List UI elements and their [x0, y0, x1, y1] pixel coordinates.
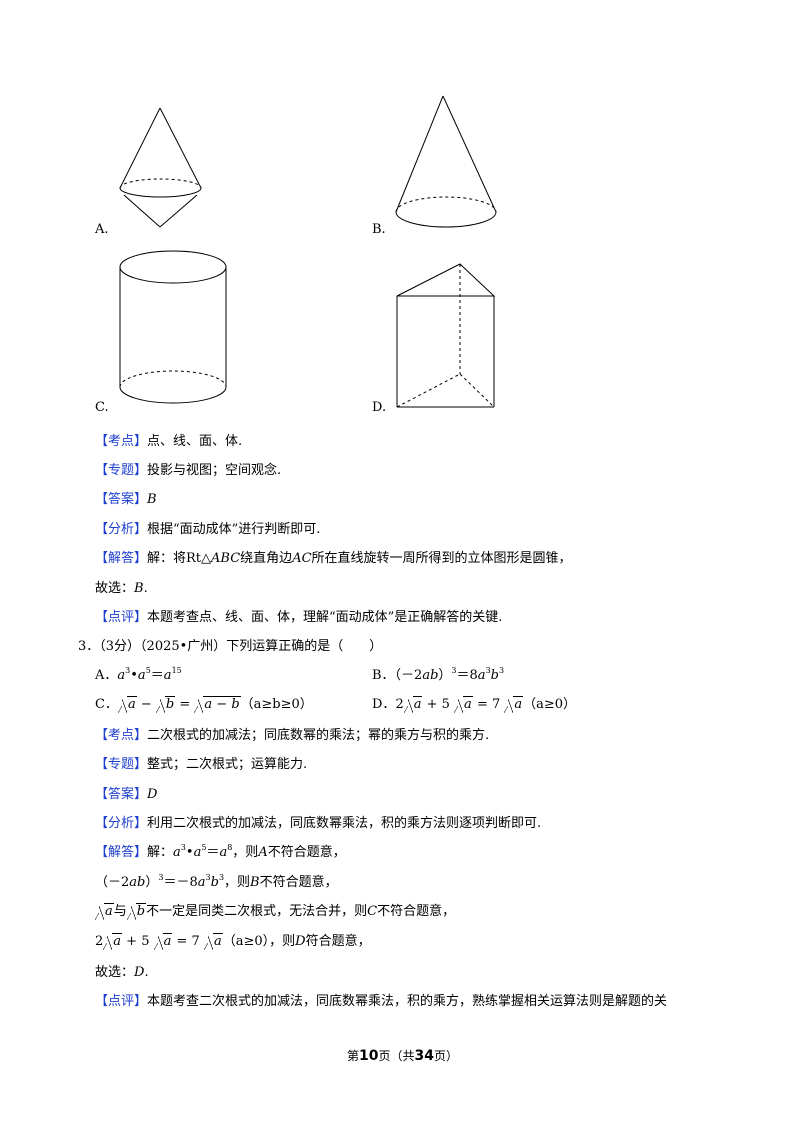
page-footer: 第10页（共34页） [347, 1048, 459, 1064]
figure-c-cylinder [119, 250, 227, 404]
q3-jieda: 【解答】解：a3•a5＝a8，则A不符合题意， [95, 843, 346, 861]
q3-dianping: 【点评】本题考查二次根式的加减法，同底数幂乘法，积的乘方，熟练掌握相关运算法则是… [95, 994, 668, 1009]
q2-zhuanti: 【专题】投影与视图；空间观念. [95, 463, 282, 478]
zhuanti-tag: 【专题】 [95, 463, 148, 478]
q3-zhuanti: 【专题】整式；二次根式；运算能力. [95, 757, 308, 772]
figure-b-cone [395, 95, 497, 228]
option-c-label: C. [95, 400, 109, 415]
fenxi-tag: 【分析】 [95, 522, 148, 537]
q3-option-a: A．a3•a5＝a15 [95, 666, 182, 684]
q2-jieda: 【解答】解：将Rt△ABC绕直角边AC所在直线旋转一周所得到的立体图形是圆锥， [95, 551, 572, 566]
jieda-tag: 【解答】 [95, 551, 148, 566]
option-a-label: A. [95, 222, 109, 237]
q3-guxuan: 故选：D. [95, 965, 149, 980]
q2-fenxi: 【分析】根据“面动成体”进行判断即可. [95, 522, 321, 537]
q2-kaodian: 【考点】点、线、面、体. [95, 434, 243, 449]
kaodian-tag: 【考点】 [95, 434, 148, 449]
q3-fenxi: 【分析】利用二次根式的加减法，同底数幂乘法，积的乘方法则逐项判断即可. [95, 816, 542, 831]
q3-daan: 【答案】D [95, 787, 158, 802]
page-total: 34 [414, 1048, 434, 1064]
q3-option-b: B．（－2ab）3＝8a3b3 [372, 666, 505, 684]
q3-jieda-line2: （－2ab）3＝－8a3b3，则B不符合题意， [95, 873, 338, 891]
figure-a-double-cone [119, 107, 202, 228]
q2-daan: 【答案】B [95, 492, 157, 507]
q3-kaodian: 【考点】二次根式的加减法；同底数幂的乘法；幂的乘方与积的乘方. [95, 728, 490, 743]
daan-tag: 【答案】 [95, 492, 148, 507]
dianping-tag: 【点评】 [95, 610, 148, 625]
q3-stem: 3．（3分）（2025•广州）下列运算正确的是（ ） [78, 639, 383, 654]
q2-dianping: 【点评】本题考查点、线、面、体，理解“面动成体”是正确解答的关键. [95, 610, 503, 625]
page-number: 10 [359, 1048, 379, 1064]
figure-d-prism [396, 263, 496, 408]
option-d-label: D. [372, 400, 387, 415]
option-b-label: B. [372, 222, 386, 237]
q3-option-c: C．a − b = a − b（a≥b≥0） [95, 696, 313, 713]
q2-guxuan: 故选：B. [95, 581, 148, 596]
